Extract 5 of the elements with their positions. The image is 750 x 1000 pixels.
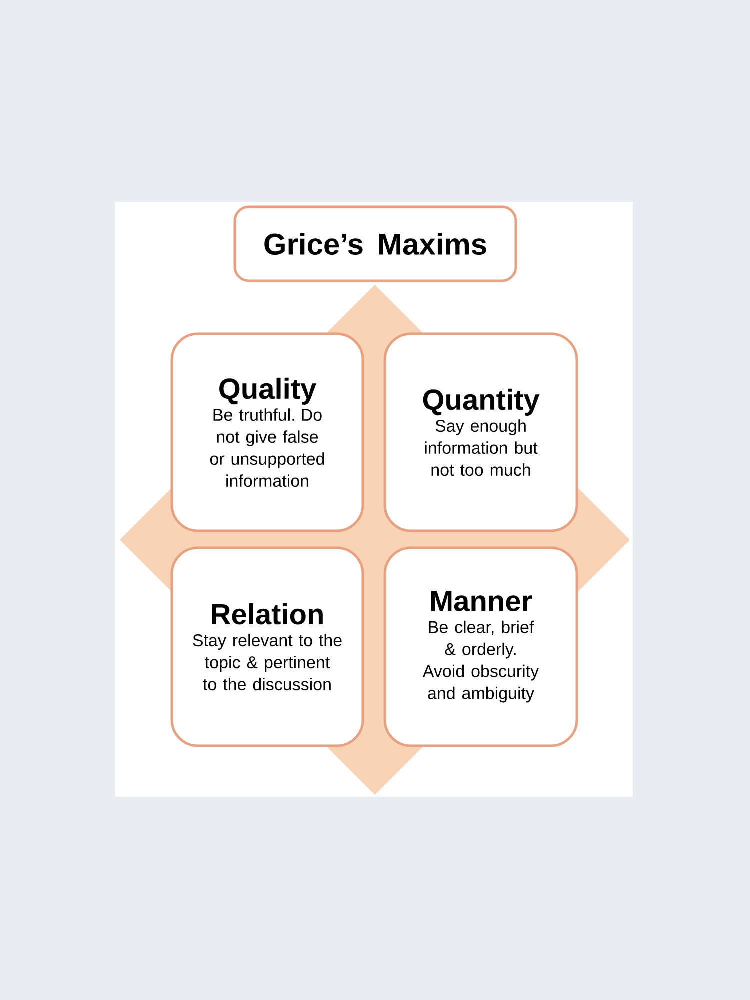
maxim-box: Relation Stay relevant to the topic & pertinent to the discussion (170, 546, 364, 748)
maxim-box: Quality Be truthful. Do not give false or unsupported information (170, 332, 364, 532)
maxim-box: Manner Be clear, brief & orderly. Avoid obscurity and ambiguity (384, 546, 578, 748)
title-box: Grice’s Maxims (234, 206, 518, 282)
maxim-box: Quantity Say enough information but not too much (384, 332, 578, 532)
